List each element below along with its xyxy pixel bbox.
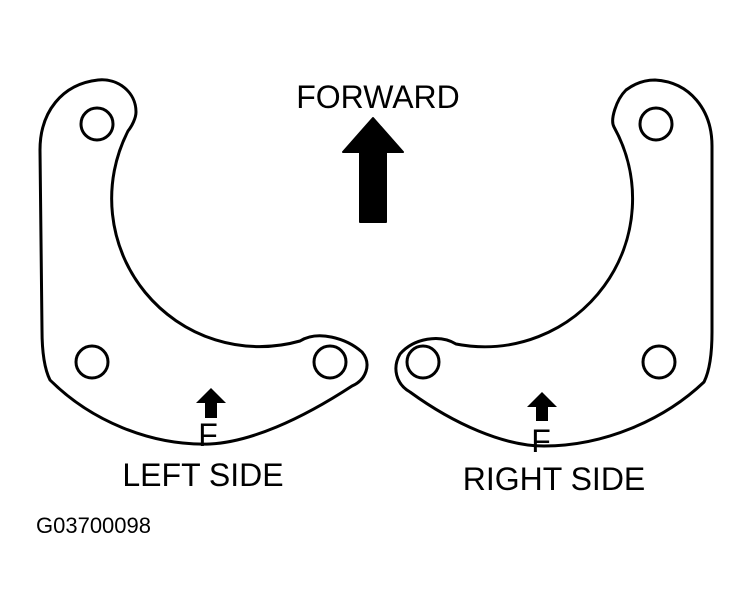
forward-label: FORWARD <box>296 79 460 115</box>
figure-id: G03700098 <box>36 513 151 538</box>
left-gasket-hole-bottom-right <box>312 344 348 380</box>
right-gasket-hole-bottom-left <box>405 344 441 380</box>
right-gasket-hole-top <box>638 106 674 142</box>
left-marker-letter: F <box>198 417 218 453</box>
left-gasket-hole-bottom-left <box>74 344 110 380</box>
right-side-label: RIGHT SIDE <box>463 461 646 497</box>
left-gasket-outline <box>38 78 369 446</box>
right-gasket <box>394 78 714 448</box>
left-side-label: LEFT SIDE <box>122 457 283 493</box>
arrow-up-icon <box>196 388 226 418</box>
left-gasket-hole-top <box>79 106 115 142</box>
arrow-up-icon <box>527 392 557 421</box>
left-gasket <box>38 78 369 446</box>
forward-arrow-icon <box>342 117 404 223</box>
right-gasket-hole-bottom-right <box>641 344 677 380</box>
right-marker-letter: F <box>531 423 551 459</box>
right-gasket-outline <box>394 78 714 448</box>
